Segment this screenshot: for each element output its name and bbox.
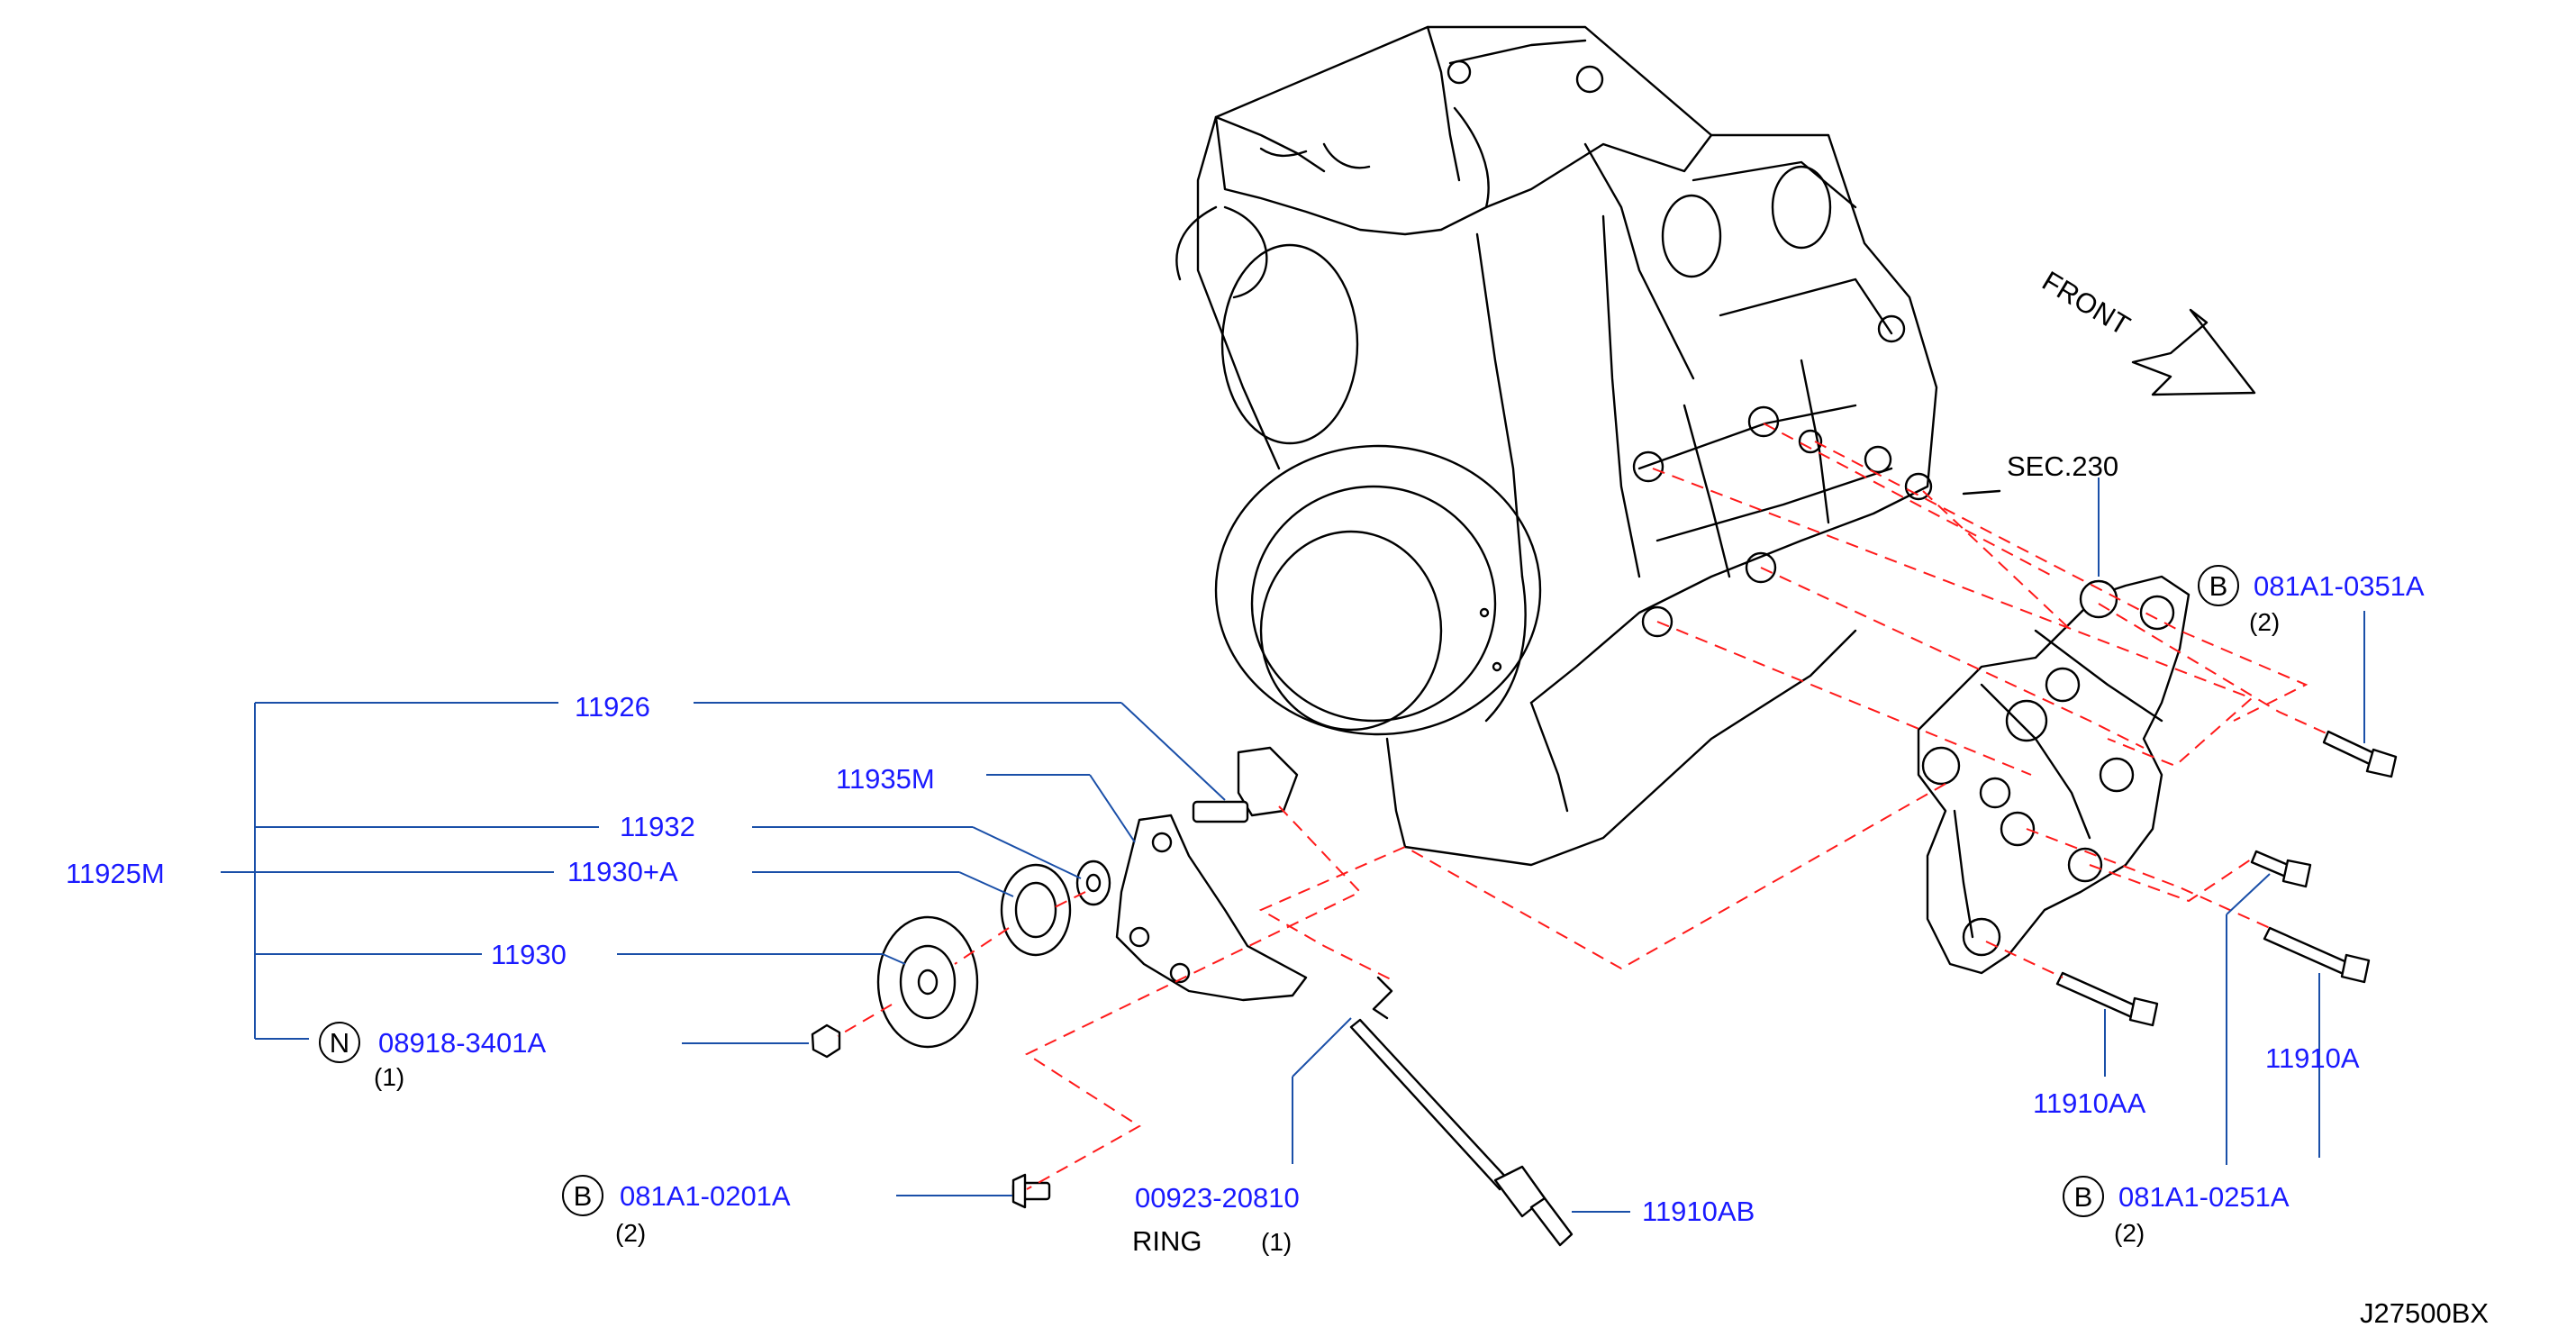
label-front: FRONT	[2036, 265, 2136, 341]
label-sec-230: SEC.230	[2007, 450, 2118, 482]
label-11910ab: 11910AB	[1642, 1196, 1755, 1227]
engine-block-illustration	[1175, 25, 2001, 867]
label-081a1-0351a: 081A1-0351A	[2254, 570, 2425, 602]
label-11926: 11926	[575, 691, 650, 723]
label-ring: RING	[1132, 1225, 1202, 1257]
label-11925m: 11925M	[66, 858, 165, 889]
badge-b-icon	[562, 1175, 603, 1216]
labels: 11926 11935M 11932 11925M 11930+A 11930 …	[66, 265, 2489, 1329]
label-08918-3401a: 08918-3401A	[378, 1027, 546, 1059]
label-11910a: 11910A	[2265, 1042, 2360, 1074]
front-arrow-icon	[2131, 308, 2256, 396]
badge-n-letter: N	[330, 1027, 349, 1059]
label-11930a: 11930+A	[567, 856, 678, 887]
phantom-lines	[837, 423, 2329, 1190]
label-11932: 11932	[620, 811, 695, 842]
qty-08918-3401a: (1)	[374, 1063, 404, 1091]
label-11935m: 11935M	[836, 763, 935, 795]
alternator-bracket-illustration	[1917, 575, 2191, 975]
label-11930: 11930	[491, 939, 567, 970]
badge-b-icon	[2198, 565, 2239, 606]
qty-ring: (1)	[1261, 1228, 1292, 1256]
badge-b-letter: B	[2074, 1181, 2093, 1213]
label-00923-20810: 00923-20810	[1135, 1182, 1300, 1214]
qty-081a1-0351a: (2)	[2249, 608, 2280, 636]
label-11910aa: 11910AA	[2033, 1087, 2146, 1119]
diagram-id: J27500BX	[2360, 1297, 2489, 1329]
badge-b-letter: B	[574, 1180, 593, 1212]
qty-081a1-0251a: (2)	[2114, 1219, 2145, 1247]
badge-b-letter: B	[2209, 570, 2228, 602]
leader-lines	[221, 478, 2365, 1213]
qty-081a1-0201a: (2)	[615, 1219, 646, 1247]
label-081a1-0201a: 081A1-0201A	[620, 1180, 791, 1212]
badge-n-icon	[319, 1022, 360, 1063]
label-081a1-0251a: 081A1-0251A	[2118, 1181, 2290, 1213]
badge-b-icon	[2063, 1176, 2104, 1217]
tensioner-parts-illustration	[811, 730, 2398, 1247]
